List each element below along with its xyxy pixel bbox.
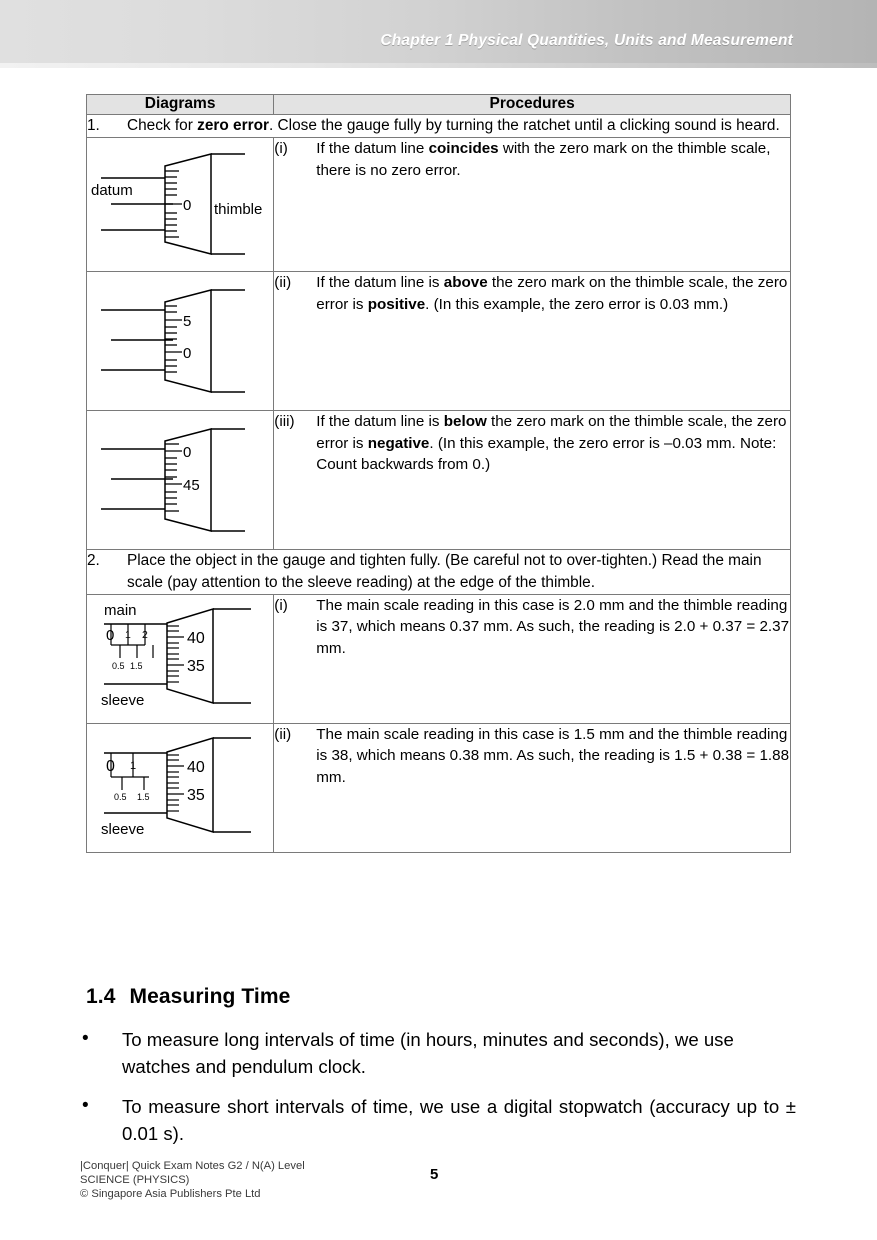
- micrometer-reading-188mm-diagram: sleeve 0 1 0.5 1.5: [101, 736, 251, 838]
- table-row: 0 45 (iii) If the datum line is below th…: [85, 409, 791, 550]
- footer-line-1: |Conquer| Quick Exam Notes G2 / N(A) Lev…: [80, 1160, 305, 1172]
- thimble-value-35: 35: [187, 658, 205, 675]
- procedure-cell-reading-237: (i) The main scale reading in this case …: [273, 593, 791, 724]
- bullet-marker: •: [82, 1095, 89, 1117]
- procedure-cell-reading-188: (ii) The main scale reading in this case…: [273, 722, 791, 853]
- procedure-cell-positive-zero-error: (ii) If the datum line is above the zero…: [273, 270, 791, 411]
- procedure-cell-zero-coincides: (i) If the datum line coincides with the…: [273, 136, 791, 272]
- table-header-row: Diagrams Procedures: [85, 94, 791, 115]
- step-1-number: 1.: [87, 117, 100, 134]
- label-sleeve: sleeve: [101, 821, 144, 838]
- diagram-cell-negative-zero-error: 0 45: [85, 409, 275, 550]
- table-row: 5 0 (ii) If the datum line is above the …: [85, 270, 791, 411]
- procedure-cell-negative-zero-error: (iii) If the datum line is below the zer…: [273, 409, 791, 550]
- thimble-value-40: 40: [187, 630, 205, 647]
- bullet-text: To measure long intervals of time (in ho…: [122, 1029, 734, 1078]
- main-scale-value-1: 1: [130, 760, 136, 772]
- main-scale-value-0: 0: [106, 758, 115, 775]
- page-number: 5: [430, 1166, 439, 1183]
- label-thimble: thimble: [214, 201, 262, 218]
- diagram-cell-reading-188: sleeve 0 1 0.5 1.5: [85, 722, 275, 853]
- column-header-procedures: Procedures: [273, 94, 791, 115]
- bullet-marker: •: [82, 1028, 89, 1049]
- step-2-text: Place the object in the gauge and tighte…: [127, 551, 762, 591]
- main-scale-value-1: 1: [125, 629, 131, 641]
- label-main: main: [104, 602, 137, 619]
- procedure-text: If the datum line is above the zero mark…: [316, 273, 788, 313]
- main-scale-value-15: 1.5: [130, 661, 143, 671]
- scale-value-0: 0: [183, 197, 191, 214]
- procedure-marker: (i): [274, 139, 288, 157]
- procedure-text: If the datum line coincides with the zer…: [316, 139, 771, 179]
- micrometer-procedure-table: Diagrams Procedures 1. Check for zero er…: [85, 94, 791, 853]
- table-row: sleeve 0 1 0.5 1.5: [85, 722, 791, 853]
- label-sleeve: sleeve: [101, 692, 144, 709]
- main-scale-value-05: 0.5: [112, 661, 125, 671]
- thimble-value-40: 40: [187, 759, 205, 776]
- procedure-marker: (ii): [274, 273, 292, 291]
- section-heading: 1.4 Measuring Time: [86, 985, 290, 1009]
- scale-value-45: 45: [183, 477, 200, 494]
- diagram-cell-positive-zero-error: 5 0: [85, 270, 275, 411]
- procedure-marker: (ii): [274, 725, 292, 743]
- step-2-cell: 2. Place the object in the gauge and tig…: [86, 548, 791, 595]
- step-1-text: Check for zero error. Close the gauge fu…: [127, 117, 780, 134]
- diagram-cell-zero-coincides: datum 0 thimble: [85, 136, 275, 272]
- micrometer-negative-zero-error-diagram: 0 45: [101, 427, 245, 532]
- main-scale-value-15: 1.5: [137, 792, 150, 802]
- scale-value-0: 0: [183, 345, 191, 362]
- page-footer: |Conquer| Quick Exam Notes G2 / N(A) Lev…: [80, 1159, 305, 1201]
- procedure-text: The main scale reading in this case is 1…: [316, 725, 790, 787]
- footer-line-2: SCIENCE (PHYSICS): [80, 1174, 190, 1187]
- footer-line-3: © Singapore Asia Publishers Pte Ltd: [80, 1188, 261, 1201]
- thimble-value-35: 35: [187, 787, 205, 804]
- micrometer-positive-zero-error-diagram: 5 0: [101, 288, 245, 393]
- page-running-header: Chapter 1 Physical Quantities, Units and…: [0, 0, 877, 68]
- table-row: 2. Place the object in the gauge and tig…: [86, 548, 791, 595]
- section-title: Measuring Time: [129, 985, 291, 1008]
- main-scale-value-2: 2: [142, 629, 148, 641]
- section-number: 1.4: [86, 985, 116, 1008]
- list-item: • To measure long intervals of time (in …: [80, 1026, 796, 1080]
- table-row: main sleeve: [85, 593, 791, 724]
- main-scale-value-05: 0.5: [114, 792, 127, 802]
- diagram-cell-reading-237: main sleeve: [85, 593, 275, 724]
- micrometer-reading-237mm-diagram: main sleeve: [101, 602, 251, 709]
- scale-value-5: 5: [183, 313, 191, 330]
- section-bullet-list: • To measure long intervals of time (in …: [80, 1026, 796, 1161]
- label-datum: datum: [91, 182, 133, 199]
- column-header-diagrams: Diagrams: [85, 94, 275, 115]
- step-1-cell: 1. Check for zero error. Close the gauge…: [86, 114, 791, 138]
- procedure-marker: (iii): [274, 412, 295, 430]
- step-2-number: 2.: [87, 551, 100, 569]
- procedure-text: The main scale reading in this case is 2…: [316, 596, 790, 658]
- table-row: datum 0 thimble (i) If the datum line co…: [85, 136, 791, 272]
- micrometer-zero-coincides-diagram: datum 0 thimble: [91, 152, 262, 255]
- scale-value-0: 0: [183, 444, 191, 461]
- header-divider-rule: [0, 63, 877, 68]
- table-row: 1. Check for zero error. Close the gauge…: [86, 114, 791, 138]
- running-head-text: Chapter 1 Physical Quantities, Units and…: [380, 32, 793, 49]
- main-scale-value-0: 0: [106, 627, 114, 644]
- procedure-text: If the datum line is below the zero mark…: [316, 412, 787, 474]
- bullet-text: To measure short intervals of time, we u…: [122, 1096, 796, 1145]
- procedure-marker: (i): [274, 596, 288, 614]
- list-item: • To measure short intervals of time, we…: [80, 1093, 796, 1147]
